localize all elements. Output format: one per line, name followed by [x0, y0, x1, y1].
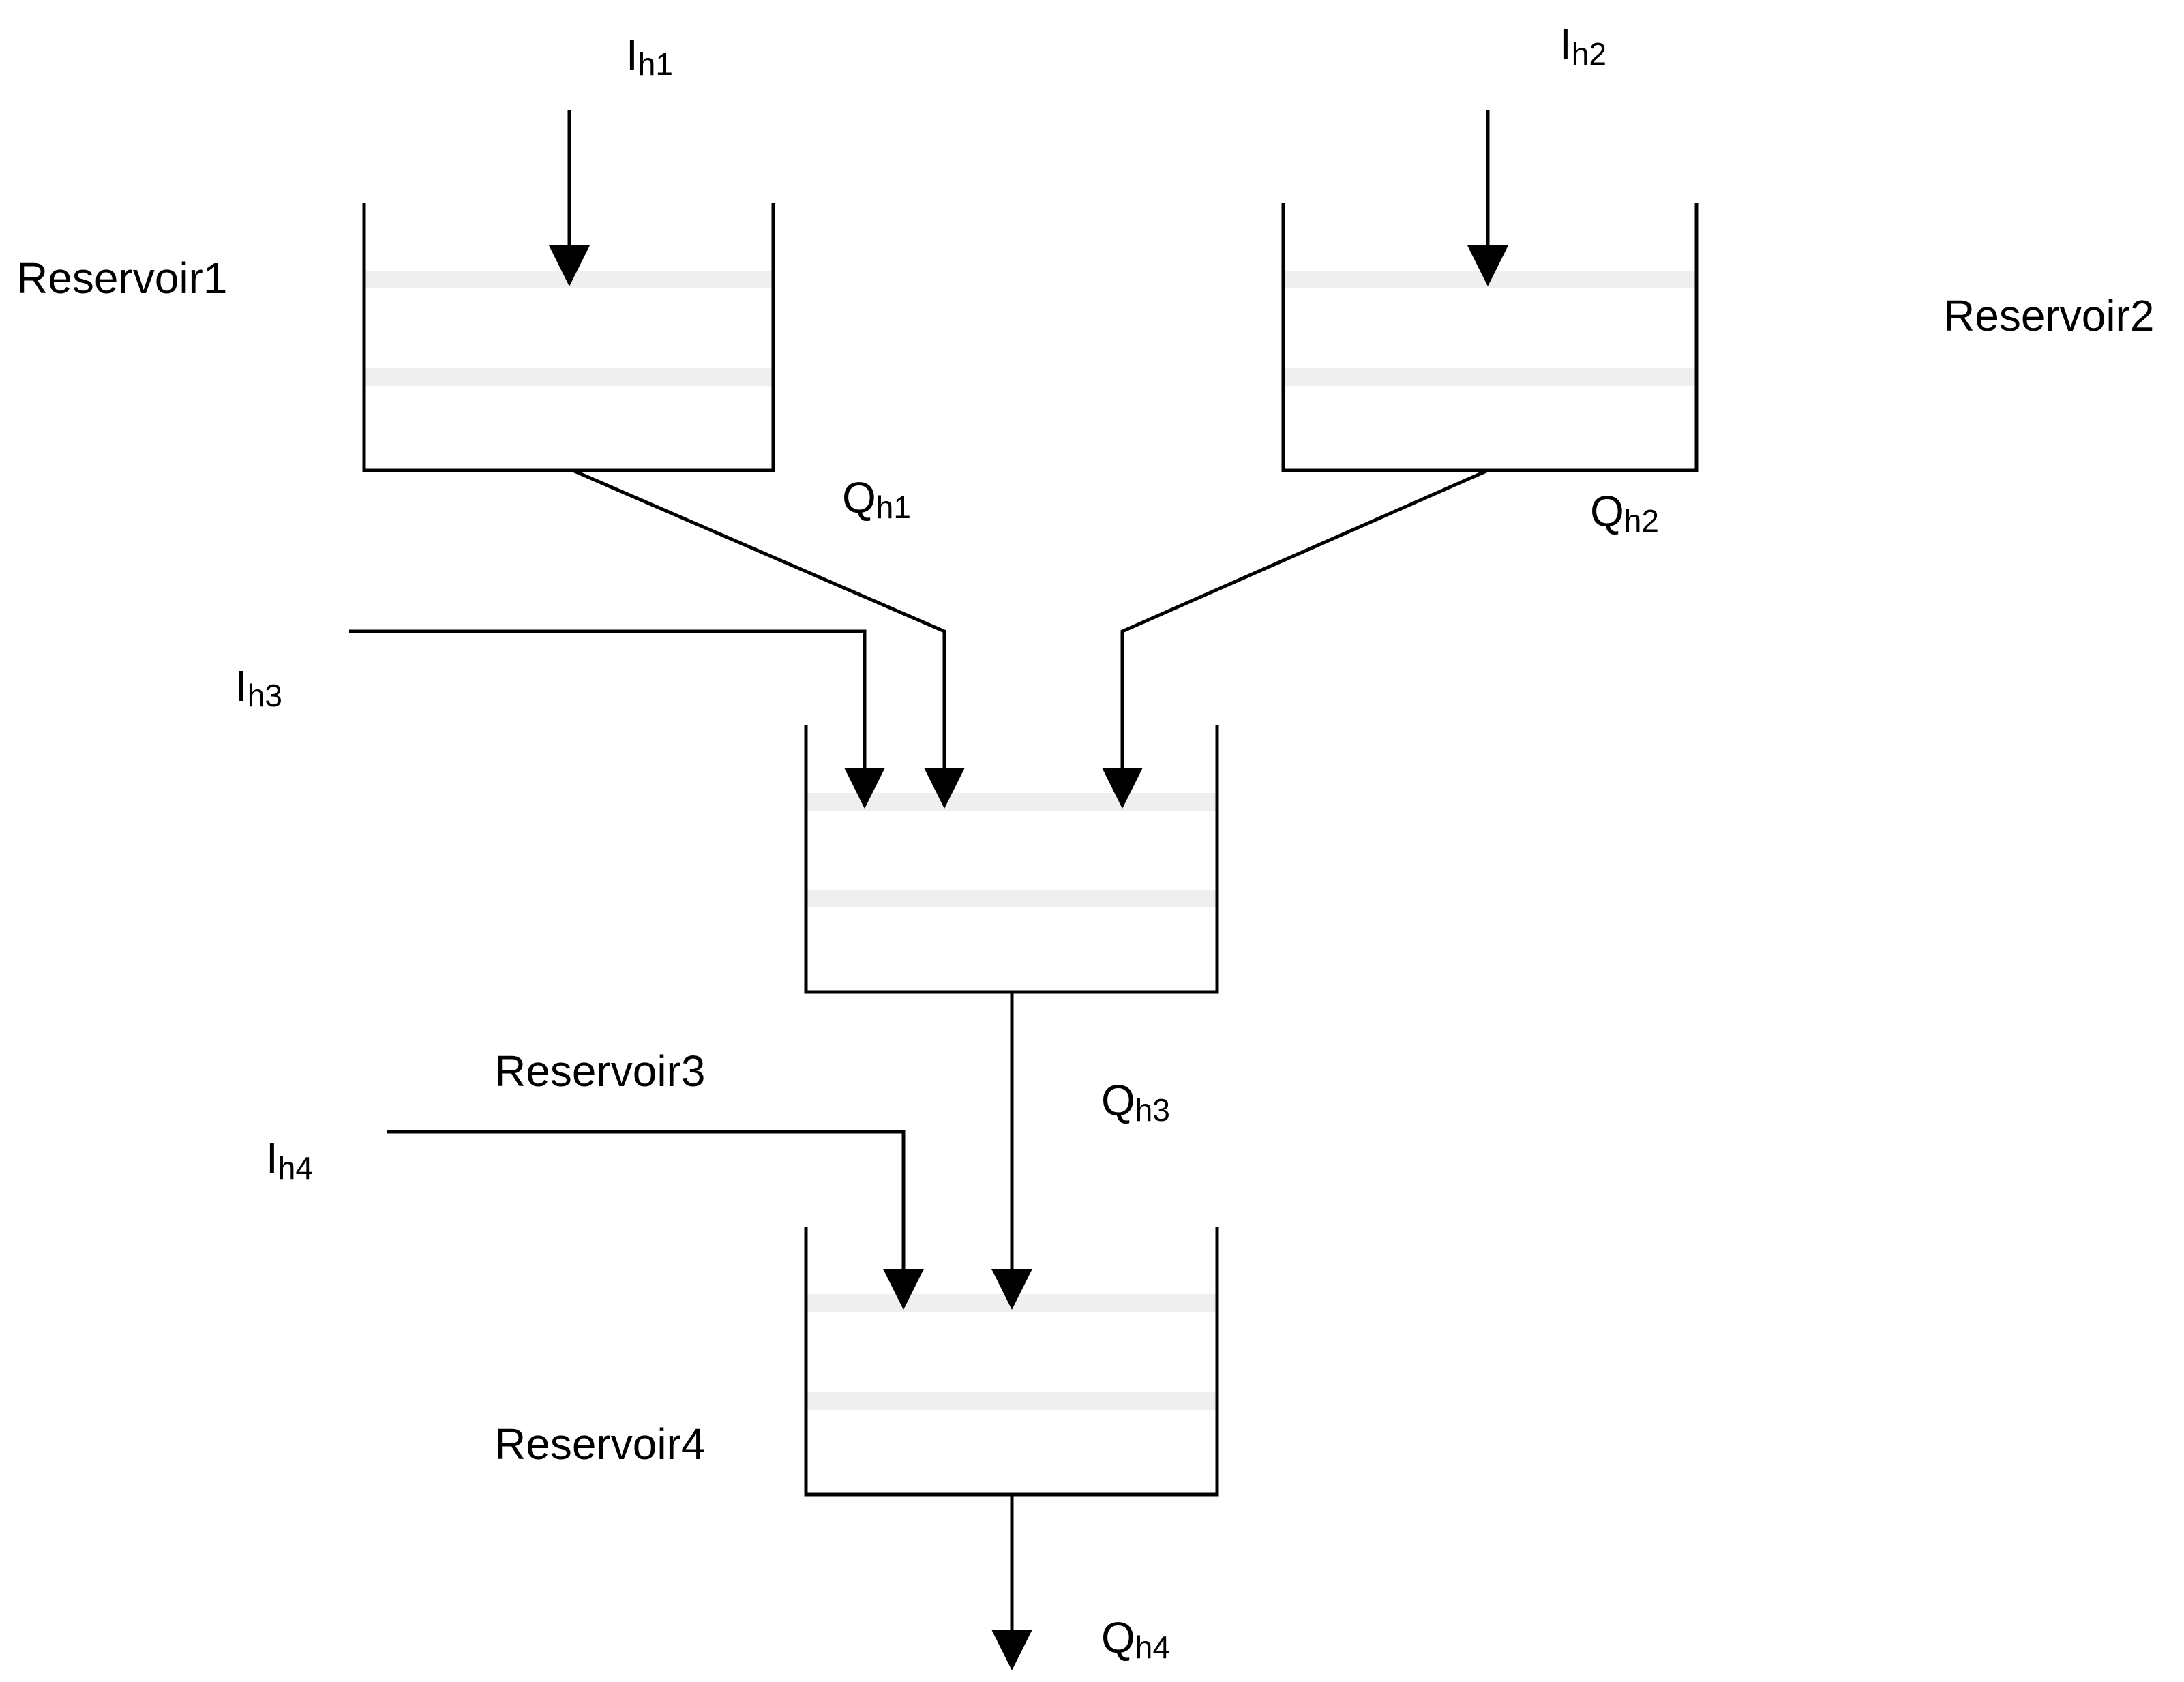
label-qh1-main: Q	[842, 473, 876, 522]
label-qh4-main: Q	[1101, 1613, 1135, 1662]
label-ih3-sub: h3	[248, 678, 282, 713]
outflow-qh2-pipe	[1102, 468, 1489, 809]
reservoir-4-label: Reservoir4	[494, 1420, 705, 1469]
reservoir-3-walls	[804, 725, 1219, 994]
label-qh1: Qh1	[842, 473, 911, 525]
reservoir-3-tank	[804, 725, 1219, 994]
inflow-ih4-arrow	[387, 1130, 924, 1310]
label-qh4-sub: h4	[1135, 1630, 1170, 1665]
reservoir-2-tank	[1281, 203, 1699, 472]
label-ih4-sub: h4	[278, 1150, 313, 1186]
label-ih1-sub: h1	[638, 46, 673, 82]
label-qh2: Qh2	[1590, 487, 1659, 539]
reservoir-1-label: Reservoir1	[16, 254, 227, 303]
label-qh2-main: Q	[1590, 487, 1624, 536]
label-qh1-sub: h1	[876, 490, 911, 525]
label-qh3-sub: h3	[1135, 1092, 1170, 1128]
label-ih3: Ih3	[235, 661, 282, 713]
label-ih3-main: I	[235, 661, 248, 710]
label-qh3: Qh3	[1101, 1076, 1170, 1128]
reservoir-2-walls	[1281, 203, 1699, 472]
reservoir-1-walls	[362, 203, 775, 472]
reservoir-3-label: Reservoir3	[494, 1047, 705, 1096]
label-ih2-sub: h2	[1572, 36, 1606, 72]
outflow-qh1-pipe	[572, 468, 965, 809]
label-qh2-sub: h2	[1624, 503, 1659, 539]
inflow-ih3-arrow	[349, 629, 885, 809]
label-ih1: Ih1	[626, 30, 673, 82]
label-ih1-main: I	[626, 30, 638, 79]
label-qh4: Qh4	[1101, 1613, 1170, 1665]
label-ih4: Ih4	[266, 1134, 313, 1186]
reservoir-2-label: Reservoir2	[1943, 291, 2154, 340]
label-qh3-main: Q	[1101, 1076, 1135, 1125]
label-ih2-main: I	[1559, 20, 1572, 69]
label-ih2: Ih2	[1559, 20, 1606, 72]
label-ih4-main: I	[266, 1134, 278, 1183]
